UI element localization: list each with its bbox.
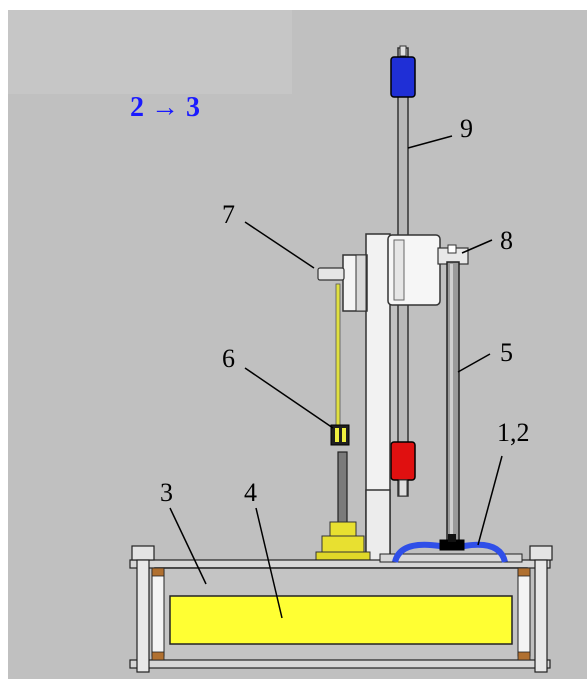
base-plate-bottom <box>129 659 551 669</box>
left-spacer-bottom <box>151 651 165 661</box>
left-spacer-top <box>151 567 165 577</box>
weight-blue <box>390 56 416 98</box>
leader-7 <box>244 221 315 269</box>
callout-9: 9 <box>460 114 473 143</box>
leader-12 <box>477 455 503 546</box>
bushing-top <box>329 521 357 537</box>
callout-7: 7 <box>222 200 235 229</box>
leader-9 <box>407 135 453 149</box>
callout-1-2: 1,2 <box>497 418 530 447</box>
left-spring <box>151 569 165 657</box>
leader-3 <box>169 507 207 585</box>
callout-6: 6 <box>222 344 235 373</box>
rod-9-cap-bottom <box>398 479 408 497</box>
leader-6 <box>244 367 334 429</box>
step-label: 2 → 3 <box>130 92 200 123</box>
stand-foot <box>379 553 523 563</box>
cam-disc-inner <box>393 239 405 301</box>
leader-5 <box>457 353 491 373</box>
rod-9-cap-top <box>399 45 407 57</box>
callout-8: 8 <box>500 226 513 255</box>
leader-8 <box>461 239 493 254</box>
callout-4: 4 <box>244 478 257 507</box>
lever-8-pin <box>447 244 457 254</box>
thread <box>335 283 341 433</box>
right-spacer-bottom <box>517 651 531 661</box>
callout-5: 5 <box>500 338 513 367</box>
callout-3: 3 <box>160 478 173 507</box>
left-bolt <box>136 559 150 673</box>
membrane-clip-center <box>448 534 456 542</box>
thread-clamp-6-hi <box>335 428 339 442</box>
left-bolt-head <box>131 545 155 561</box>
thread-clamp-6-hi2 <box>342 428 346 442</box>
axle-7 <box>317 267 345 281</box>
upper-left-panel <box>8 10 292 94</box>
right-bolt-head <box>529 545 553 561</box>
right-bolt <box>534 559 548 673</box>
pulley-rim <box>355 254 367 312</box>
weight-red <box>390 441 416 481</box>
thread-clamp-6 <box>330 424 350 446</box>
push-rod-5-shine <box>450 264 453 542</box>
tank-4 <box>169 595 513 645</box>
right-spacer-top <box>517 567 531 577</box>
right-spring <box>517 569 531 657</box>
bushing-mid <box>321 535 365 553</box>
leader-4 <box>255 507 283 619</box>
